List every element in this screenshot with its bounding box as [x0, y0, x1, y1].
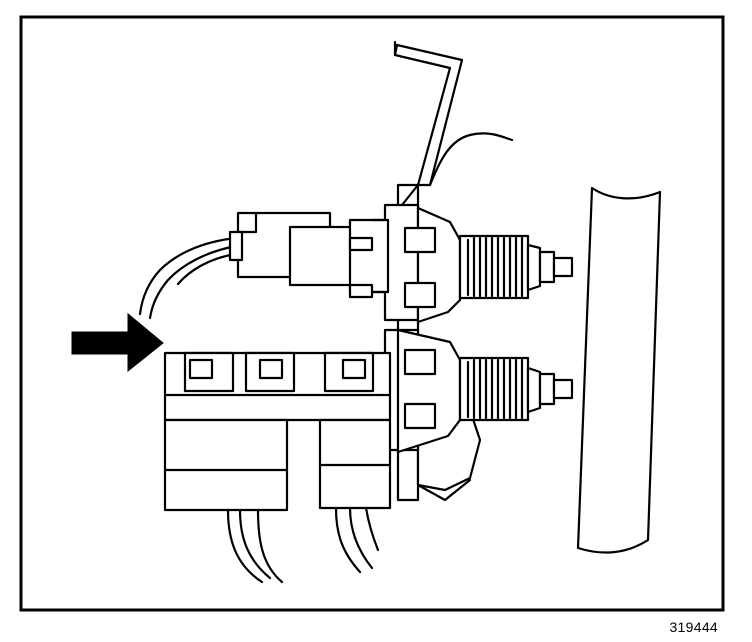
lower-switch: [383, 328, 574, 454]
upper-switch: [383, 203, 574, 324]
figure-reference-number: 319444: [669, 619, 718, 635]
upper-connector: [228, 211, 390, 299]
arrow-icon: [71, 312, 164, 373]
brake-pedal-arm: [576, 186, 662, 554]
lower-connector-wires: [226, 506, 380, 584]
figure-border: [19, 15, 725, 612]
lower-connector: [163, 351, 392, 512]
upper-connector-wires: [138, 236, 238, 320]
